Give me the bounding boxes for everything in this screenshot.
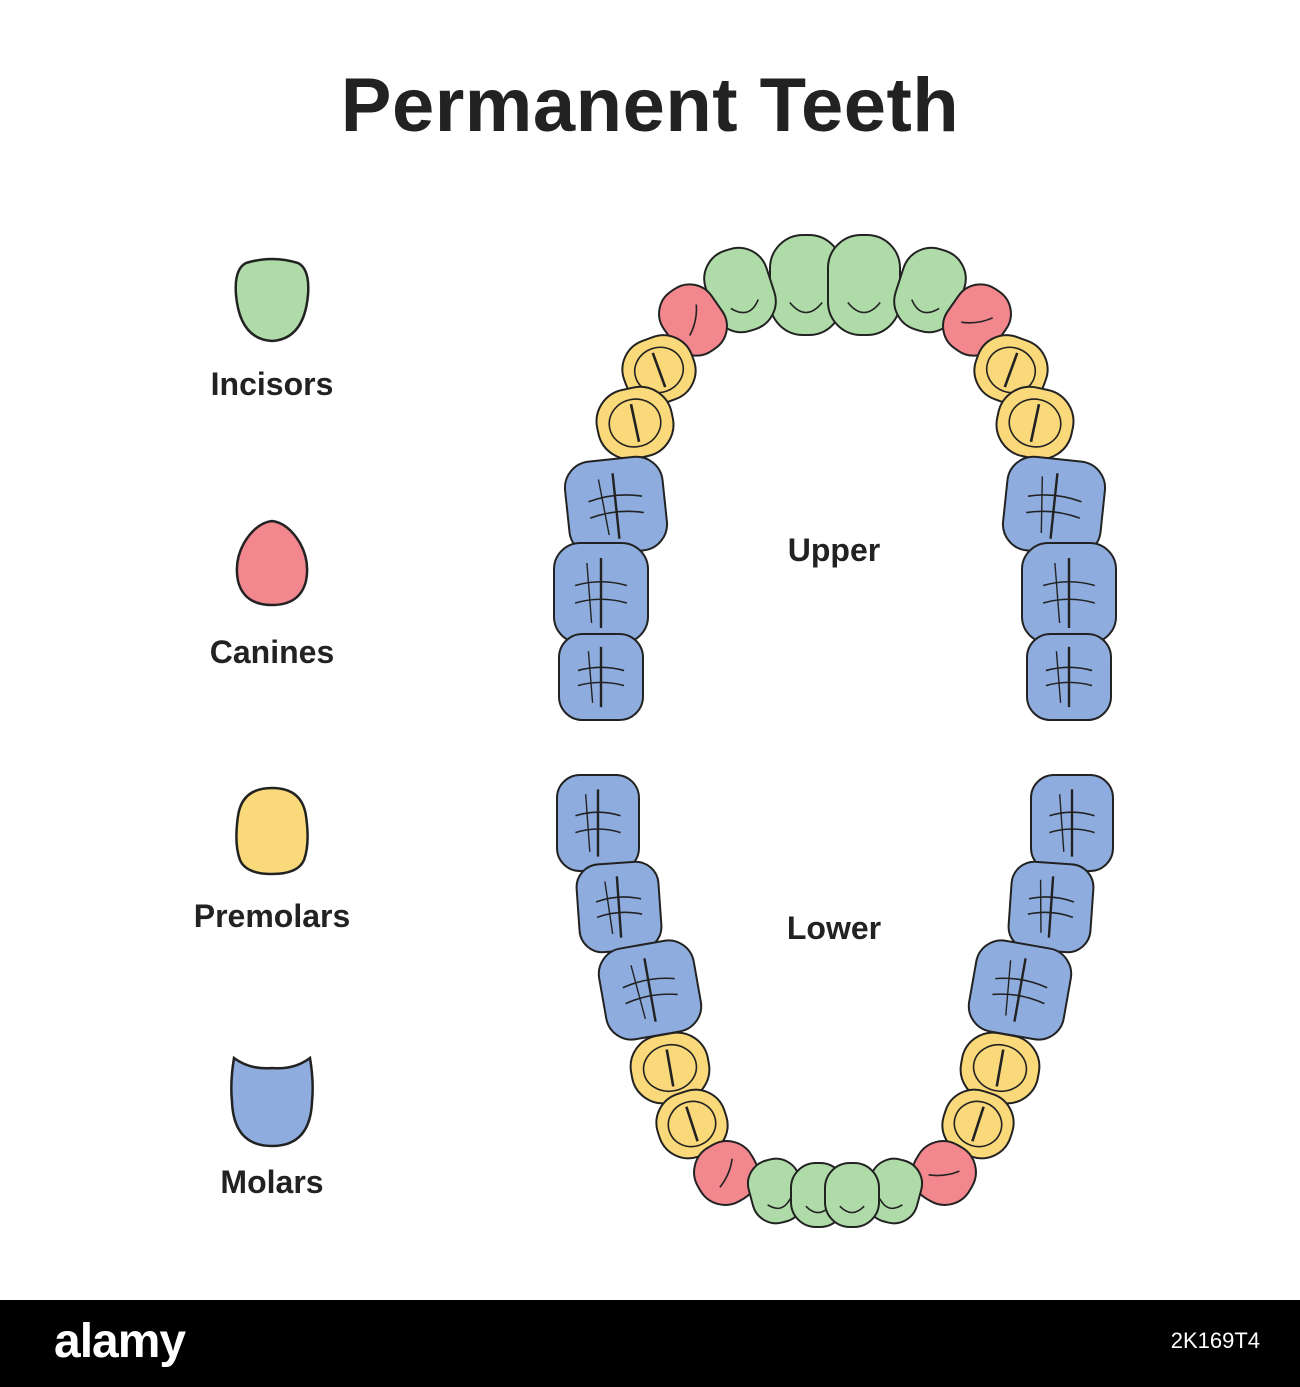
upper-arch xyxy=(553,234,1117,721)
lower-molar-left-2 xyxy=(597,939,703,1041)
lower-molar-right-2 xyxy=(967,939,1073,1041)
diagram-canvas: Permanent Teeth Incisors Canines Premola… xyxy=(193,63,1117,1228)
canine-icon-shape xyxy=(235,519,309,607)
legend-label-canines: Canines xyxy=(209,634,335,670)
lower-molar-right-0 xyxy=(1030,774,1114,872)
image-id: 2K169T4 xyxy=(1170,1328,1260,1353)
upper-molar-left-5 xyxy=(563,455,669,557)
lower-premolar-left-3 xyxy=(629,1031,711,1105)
premolar-icon xyxy=(235,786,309,876)
incisor-icon-shape xyxy=(234,257,310,343)
incisor-icon xyxy=(234,257,310,343)
lower-incisor-right-7 xyxy=(824,1162,880,1228)
lower-arch xyxy=(556,774,1114,1228)
legend-label-incisors: Incisors xyxy=(210,366,334,402)
molar-icon xyxy=(230,1055,314,1148)
lower-jaw-label: Lower xyxy=(786,910,882,946)
lower-molar-left-0 xyxy=(556,774,640,872)
legend-label-premolars: Premolars xyxy=(193,898,351,934)
lower-molar-left-1 xyxy=(575,860,663,954)
lower-canine-right-5 xyxy=(911,1140,977,1206)
upper-molar-left-6 xyxy=(553,542,649,644)
lower-premolar-left-4 xyxy=(655,1088,729,1160)
premolar-icon-shape xyxy=(235,786,309,876)
lower-molar-right-1 xyxy=(1007,860,1095,954)
canine-icon xyxy=(235,519,309,607)
dental-arches xyxy=(553,234,1117,1228)
upper-molar-left-7 xyxy=(558,633,644,721)
legend-label-molars: Molars xyxy=(220,1164,324,1200)
footer-bar: alamy 2K169T4 xyxy=(0,1300,1300,1387)
molar-icon-shape xyxy=(230,1055,314,1148)
page-title: Permanent Teeth xyxy=(340,63,960,148)
lower-canine-left-5 xyxy=(693,1140,759,1206)
brand-logo: alamy xyxy=(54,1315,186,1368)
upper-molar-right-7 xyxy=(1026,633,1112,721)
upper-jaw-label: Upper xyxy=(787,532,881,568)
upper-molar-right-6 xyxy=(1021,542,1117,644)
upper-premolar-left-4 xyxy=(595,385,675,461)
upper-incisor-right-0 xyxy=(827,234,901,336)
